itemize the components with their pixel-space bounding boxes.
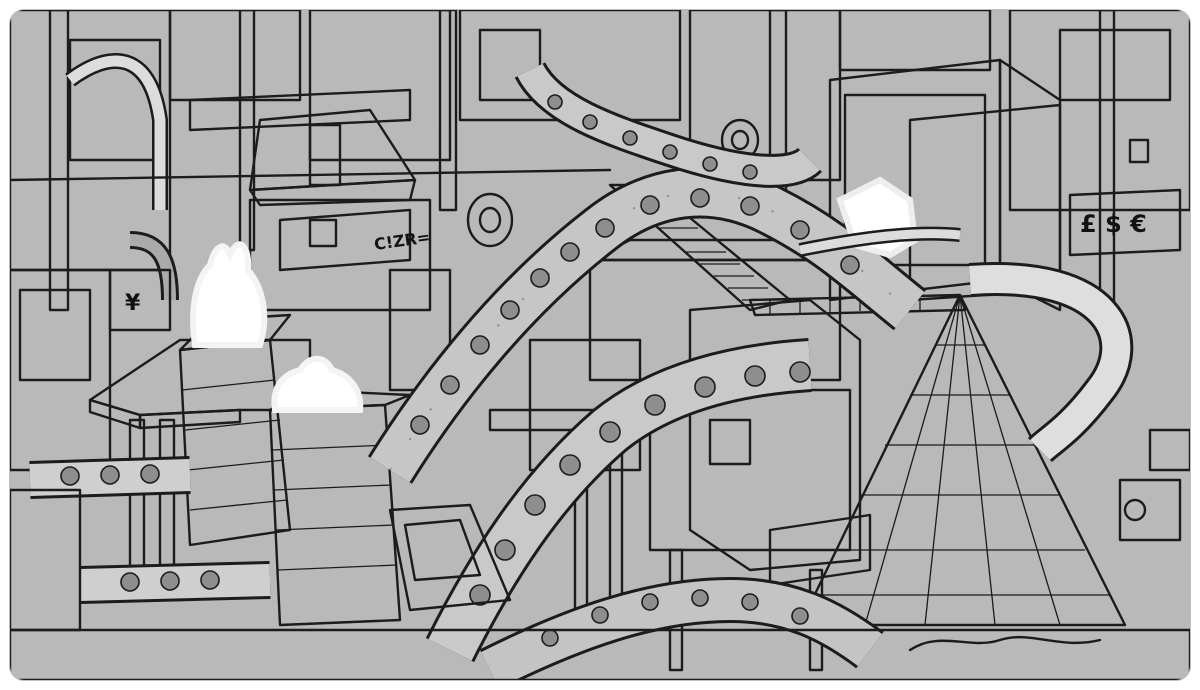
ground-clutter [10, 428, 1190, 680]
grid-pyramid [798, 293, 1127, 627]
foreground-vehicle [388, 503, 512, 612]
glowing-cat-silhouette [271, 355, 364, 413]
illustration-frame: £ $ € C!ZR= ¥ [10, 10, 1190, 680]
funnel-hopper [188, 88, 417, 207]
glowing-cat-silhouette [190, 241, 268, 348]
factory-cityscape-drawing: £ $ € C!ZR= ¥ [10, 10, 1190, 680]
currency-sign-text: £ $ € [1080, 210, 1147, 238]
currency-sign: £ $ € [1068, 188, 1182, 257]
glowing-figure [798, 176, 961, 259]
belt-rollers [60, 94, 860, 647]
wall-yen-sign: ¥ [125, 291, 141, 316]
